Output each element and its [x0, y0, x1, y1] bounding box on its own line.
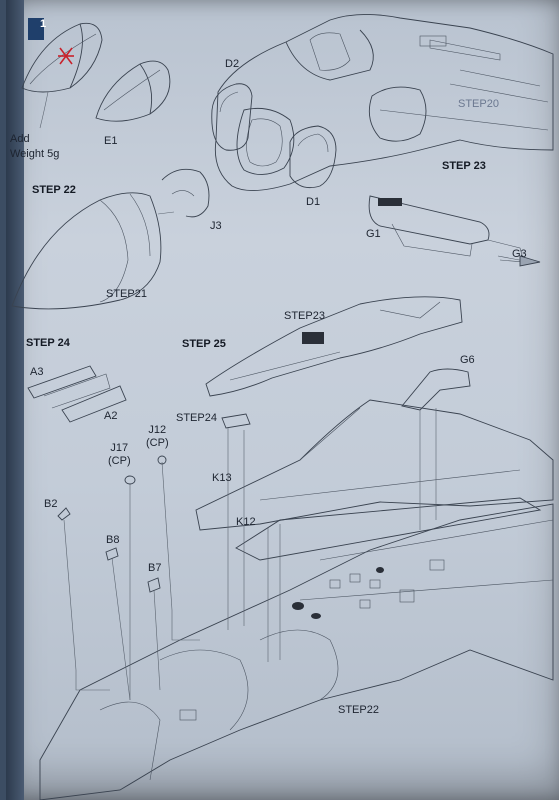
step-22-heading: STEP 22 — [32, 184, 76, 196]
add-weight-line2: Weight 5g — [10, 148, 60, 160]
page-tag: 1 — [40, 18, 47, 30]
label-g3: G3 — [512, 248, 527, 260]
step23-missile — [368, 195, 541, 267]
label-b2: B2 — [44, 498, 58, 510]
label-b8: B8 — [106, 534, 120, 546]
step24-parts-a3-a2 — [27, 365, 127, 423]
add-weight-note: Add Weight 5g — [10, 132, 59, 162]
nose-cone-weighted — [21, 22, 103, 93]
ref-step23: STEP23 — [284, 310, 325, 322]
label-a2: A2 — [104, 410, 118, 422]
part-b8 — [105, 547, 119, 561]
label-d1: D1 — [306, 196, 321, 208]
label-j3: J3 — [210, 220, 222, 232]
part-j17 — [124, 475, 136, 485]
add-weight-line1: Add — [10, 133, 30, 145]
part-e1-nose — [95, 60, 171, 122]
ref-step24: STEP24 — [176, 412, 217, 424]
label-j12-note: (CP) — [146, 437, 169, 449]
leader-lines — [63, 408, 437, 701]
main-fuselage — [39, 503, 554, 800]
part-j3 — [161, 168, 210, 218]
part-b2 — [57, 507, 71, 521]
wing-assembly — [195, 399, 554, 561]
label-j12: J12 (CP) — [146, 424, 169, 450]
ref-step21: STEP21 — [106, 288, 147, 300]
ref-step20: STEP20 — [458, 98, 499, 110]
label-g1: G1 — [366, 228, 381, 240]
label-a3: A3 — [30, 366, 44, 378]
label-d2: D2 — [225, 58, 240, 70]
label-g6: G6 — [460, 354, 475, 366]
step25-spine — [205, 296, 463, 397]
sheet-shadow-edge — [6, 0, 24, 800]
part-j12 — [157, 455, 167, 465]
ref-step22: STEP22 — [338, 704, 379, 716]
label-b7: B7 — [148, 562, 162, 574]
page-tag-marker — [28, 18, 44, 40]
step-25-heading: STEP 25 — [182, 338, 226, 350]
part-g6 — [401, 368, 471, 411]
step-23-heading: STEP 23 — [442, 160, 486, 172]
weight-marker-icon — [58, 47, 74, 65]
part-b7 — [147, 577, 161, 593]
label-k12: K12 — [236, 516, 256, 528]
cockpit-section — [214, 13, 554, 191]
part-d1-intake — [289, 125, 337, 189]
label-j17: J17 (CP) — [108, 442, 131, 468]
instruction-sheet: 1 — [6, 0, 559, 800]
part-d2-canopy — [211, 83, 253, 151]
step24-strip — [221, 413, 251, 429]
step-24-heading: STEP 24 — [26, 337, 70, 349]
step22-nose-cone — [11, 192, 162, 310]
label-j17-name: J17 — [110, 442, 129, 454]
label-j12-name: J12 — [148, 424, 167, 436]
label-e1: E1 — [104, 135, 118, 147]
label-k13: K13 — [212, 472, 232, 484]
label-j17-note: (CP) — [108, 455, 131, 467]
